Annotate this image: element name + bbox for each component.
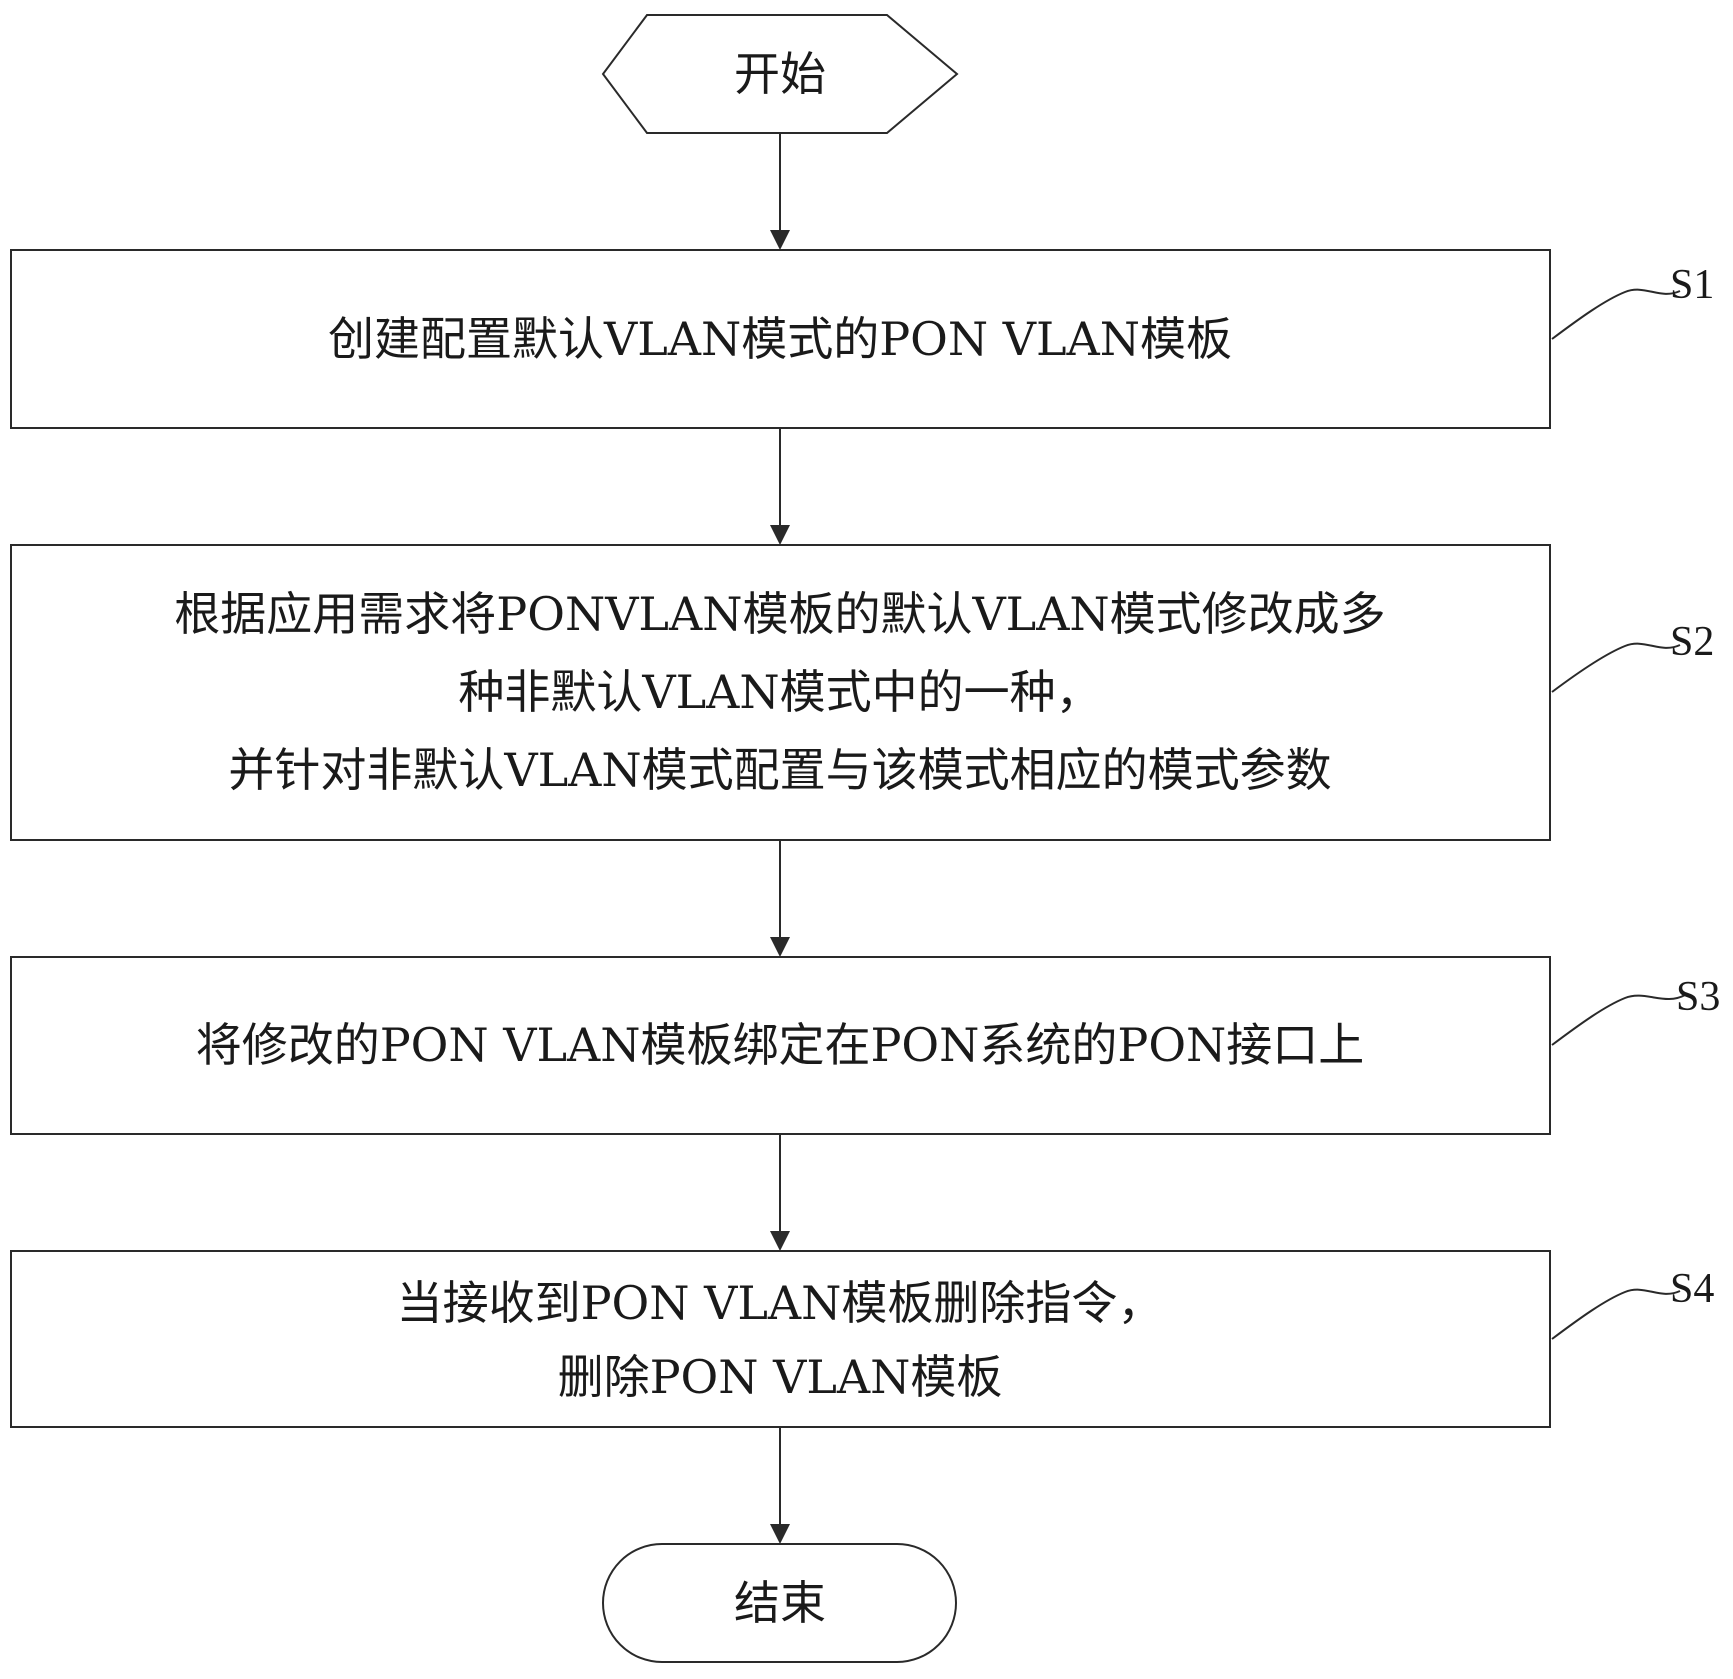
step-box-s1: 创建配置默认VLAN模式的PON VLAN模板 [11,250,1550,428]
step-label-s2: S2 [1552,619,1714,692]
step-id-s1: S1 [1670,262,1714,308]
step-label-s3: S3 [1552,974,1720,1045]
connector-s2-s3 [770,840,790,957]
connector-start-s1 [770,133,790,250]
leader-line-s4 [1552,1290,1680,1339]
arrowhead-icon [770,937,790,957]
step-id-s2: S2 [1670,619,1714,665]
connector-s3-s4 [770,1134,790,1251]
leader-line-s3 [1552,995,1685,1045]
step-box-s2: 根据应用需求将PONVLAN模板的默认VLAN模式修改成多 种非默认VLAN模式… [11,545,1550,840]
step-box-s3: 将修改的PON VLAN模板绑定在PON系统的PON接口上 [11,957,1550,1134]
step-label-s4: S4 [1552,1266,1714,1339]
end-node: 结束 [603,1544,956,1662]
step-s2-line-1: 根据应用需求将PONVLAN模板的默认VLAN模式修改成多 [174,587,1385,641]
start-node: 开始 [603,15,957,133]
leader-line-s1 [1552,290,1680,339]
step-id-s3: S3 [1676,974,1720,1020]
arrowhead-icon [770,1231,790,1251]
step-s1-line-1: 创建配置默认VLAN模式的PON VLAN模板 [328,312,1232,366]
step-s2-line-3: 并针对非默认VLAN模式配置与该模式相应的模式参数 [228,743,1331,797]
step-s2-line-2: 种非默认VLAN模式中的一种， [458,665,1101,719]
start-label: 开始 [734,47,826,101]
step-s3-line-1: 将修改的PON VLAN模板绑定在PON系统的PON接口上 [196,1018,1365,1072]
step-s4-line-1: 当接收到PON VLAN模板删除指令， [397,1276,1164,1330]
step-id-s4: S4 [1670,1266,1714,1312]
connector-s1-s2 [770,428,790,545]
arrowhead-icon [770,1524,790,1544]
step-s4-line-2: 删除PON VLAN模板 [558,1350,1003,1404]
arrowhead-icon [770,525,790,545]
step-label-s1: S1 [1552,262,1714,339]
end-label: 结束 [734,1576,826,1630]
arrowhead-icon [770,230,790,250]
leader-line-s2 [1552,644,1680,692]
step-box-s4: 当接收到PON VLAN模板删除指令， 删除PON VLAN模板 [11,1251,1550,1427]
connector-s4-end [770,1427,790,1544]
